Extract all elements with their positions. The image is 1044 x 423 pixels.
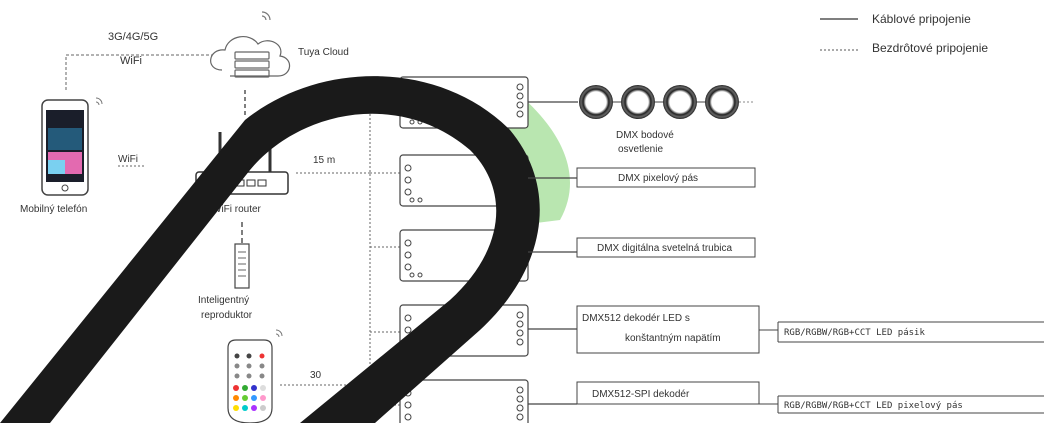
cloud-icon bbox=[210, 36, 291, 78]
remote-icon bbox=[227, 339, 273, 423]
phone-signal-icon bbox=[95, 97, 103, 106]
decoder-label-line2: konštantným napätím bbox=[625, 333, 721, 344]
decoder-box bbox=[576, 305, 760, 354]
dmx-point-lights-icon bbox=[579, 85, 755, 119]
decoder-label-line1: DMX512 dekodér LED s bbox=[582, 313, 690, 324]
legend-wireless-label: Bezdrôtové pripojenie bbox=[872, 41, 988, 55]
watermark-dark-arc bbox=[0, 76, 540, 423]
cloud-signal-icon bbox=[261, 11, 271, 21]
speaker-label-line2: reproduktor bbox=[201, 310, 253, 321]
network-top-label: 3G/4G/5G bbox=[108, 31, 158, 43]
pixel-strip-box bbox=[576, 167, 756, 188]
router-label: WiFi router bbox=[212, 204, 262, 215]
spi-decoder-box bbox=[576, 381, 760, 405]
speaker-icon bbox=[234, 243, 250, 289]
dmx-points-label-line2: osvetlenie bbox=[618, 144, 663, 155]
remote-signal-icon bbox=[275, 329, 283, 338]
phone-router-link-label: WiFi bbox=[118, 154, 138, 165]
pixel-strip-label: DMX pixelový pás bbox=[618, 173, 698, 184]
network-bottom-label: WiFi bbox=[120, 55, 142, 67]
phone-label: Mobilný telefón bbox=[20, 204, 87, 215]
phone-cloud-link bbox=[65, 54, 212, 90]
dmx-points-label-line1: DMX bodové bbox=[616, 130, 674, 141]
digital-tube-label: DMX digitálna svetelná trubica bbox=[597, 243, 733, 254]
controller-5 bbox=[399, 379, 529, 423]
router-distance-label: 15 m bbox=[313, 155, 335, 166]
rgb-pixel-strip-label: RGB/RGBW/RGB+CCT LED pixelový pás bbox=[784, 401, 963, 411]
legend-wired-label: Káblové pripojenie bbox=[872, 12, 971, 26]
digital-tube-box bbox=[576, 237, 756, 258]
phone-icon bbox=[41, 99, 89, 196]
cloud-label: Tuya Cloud bbox=[298, 47, 349, 58]
remote-distance-label: 30 bbox=[310, 370, 322, 381]
spi-decoder-label: DMX512-SPI dekodér bbox=[592, 389, 690, 400]
rgb-strip-label: RGB/RGBW/RGB+CCT LED pásik bbox=[784, 328, 925, 338]
speaker-label-line1: Inteligentný bbox=[198, 295, 249, 306]
